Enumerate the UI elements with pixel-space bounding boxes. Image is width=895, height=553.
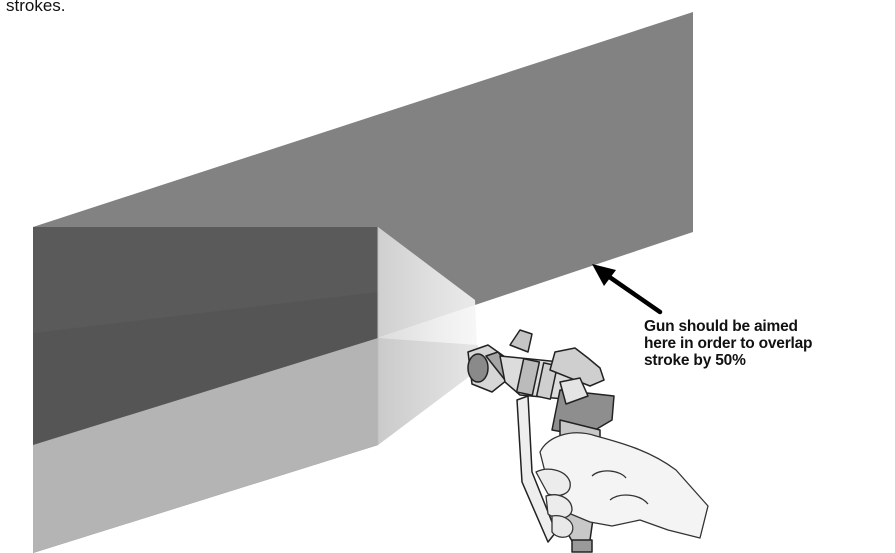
- callout-line-2: here in order to overlap: [644, 335, 813, 352]
- stroke-overlap-band: [33, 292, 378, 445]
- wall-lower-band: [33, 338, 378, 553]
- spray-fan-lower: [378, 338, 478, 445]
- arrow-icon: [592, 264, 663, 315]
- hand-icon: [535, 432, 709, 539]
- top-text: strokes.: [6, 0, 66, 15]
- callout-line-3: stroke by 50%: [644, 352, 746, 369]
- callout-line-1: Gun should be aimed: [644, 318, 798, 335]
- callout-text: Gun should be aimed here in order to ove…: [644, 318, 884, 369]
